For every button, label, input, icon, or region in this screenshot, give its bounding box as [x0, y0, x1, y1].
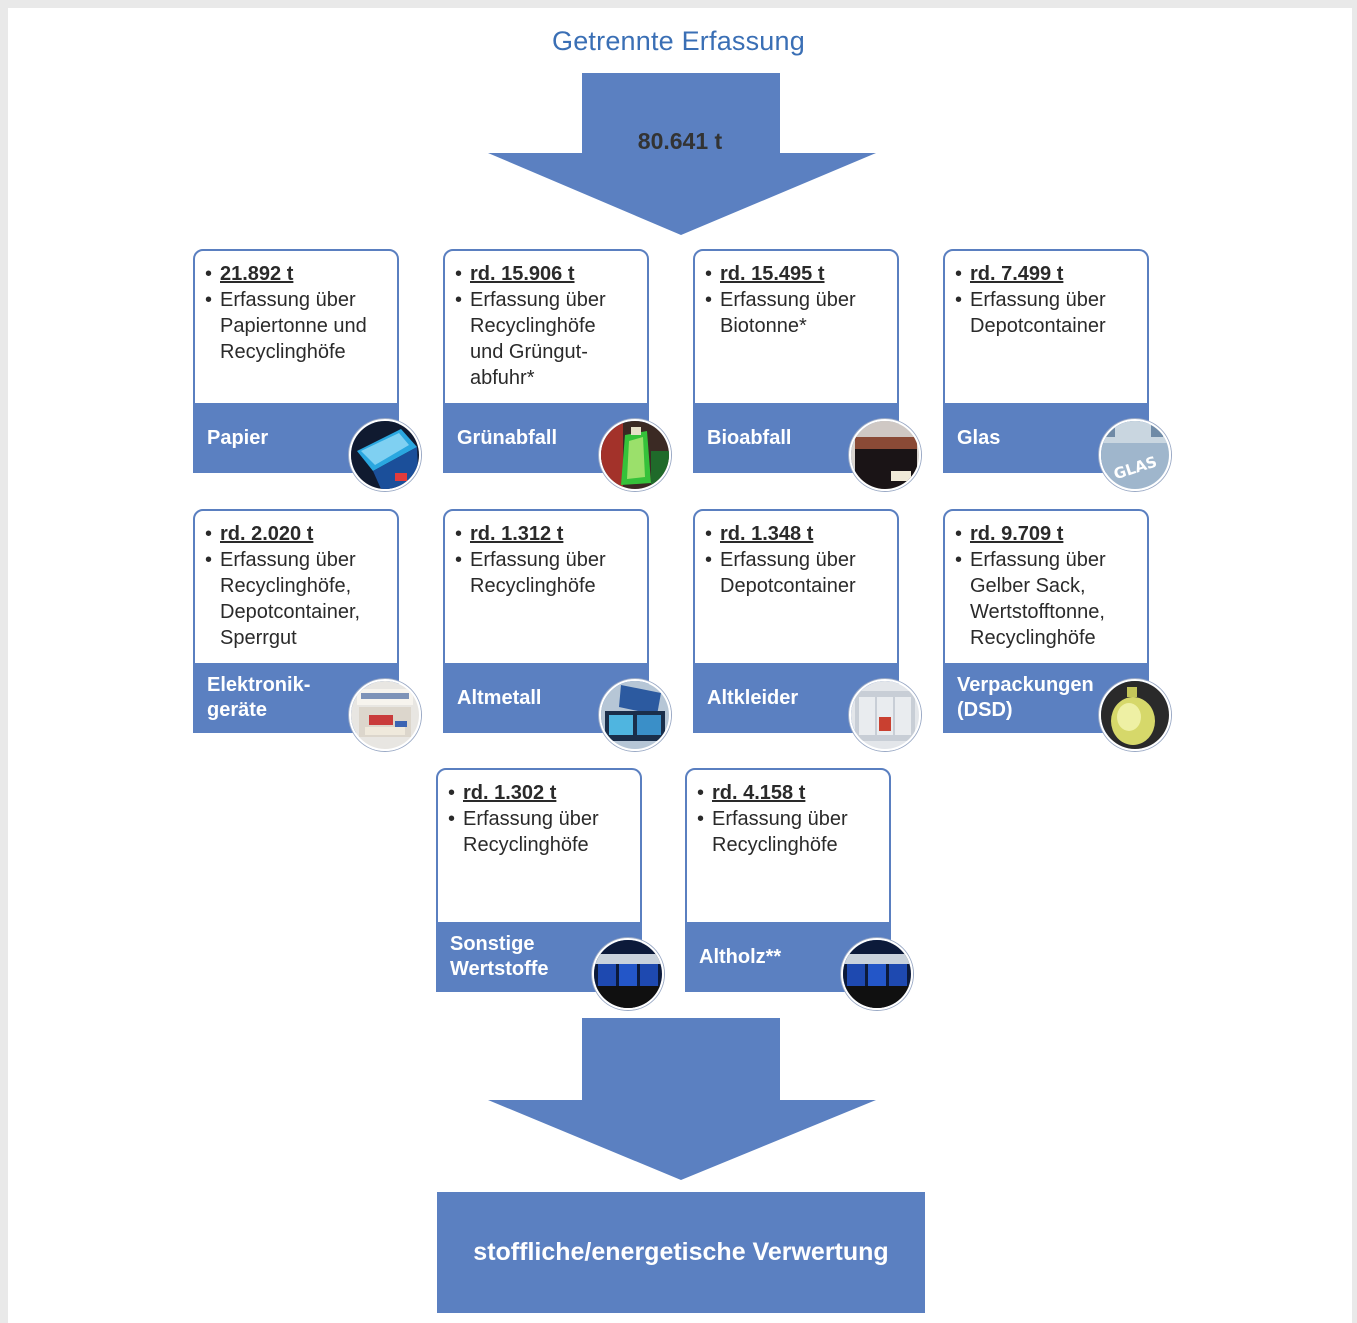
card-amount: rd. 4.158 t	[712, 782, 806, 804]
card-amount: rd. 7.499 t	[970, 263, 1064, 285]
card-label: Verpackungen (DSD)	[957, 674, 1094, 721]
electronics-bin-photo	[349, 679, 421, 751]
card-altkleider: •rd. 1.348 t •Erfassung über Depotcontai…	[693, 509, 921, 751]
bottom-arrow	[488, 1018, 876, 1180]
card-sonstige-wertstoffe: •rd. 1.302 t •Erfassung über Recyclinghö…	[436, 768, 664, 1010]
card-amount: rd. 1.312 t	[470, 523, 564, 545]
card-amount: rd. 15.495 t	[720, 263, 825, 285]
card-label: Altkleider	[707, 686, 799, 709]
card-description: Erfassung über Recyclinghöfe	[463, 808, 599, 856]
paper-bin-photo	[349, 419, 421, 491]
card-label: Elektronik- geräte	[207, 674, 311, 721]
result-label: stoffliche/energetische Verwertung	[473, 1238, 889, 1266]
card-altmetall: •rd. 1.312 t •Erfassung über Recyclinghö…	[443, 509, 671, 751]
card-label: Altholz**	[699, 945, 782, 968]
card-label: Altmetall	[457, 686, 542, 709]
card-altholz: •rd. 4.158 t •Erfassung über Recyclinghö…	[685, 768, 913, 1010]
card-amount: rd. 1.302 t	[463, 782, 557, 804]
card-description: Erfassung über Biotonne*	[720, 289, 856, 337]
green-waste-photo	[599, 419, 671, 491]
card-amount: rd. 9.709 t	[970, 523, 1064, 545]
recycling-yard-photo	[841, 938, 913, 1010]
card-gruenabfall: •rd. 15.906 t •Erfassung über Recyclingh…	[443, 249, 671, 491]
recycling-yard-photo	[592, 938, 664, 1010]
card-amount: rd. 2.020 t	[220, 523, 314, 545]
card-label: Papier	[207, 426, 269, 449]
card-description: Erfassung über Recyclinghöfe und Grüngut…	[470, 289, 606, 389]
card-description: Erfassung über Gelber Sack, Wertstoffton…	[970, 549, 1106, 649]
card-label: Grünabfall	[457, 426, 558, 449]
yellow-bag-photo	[1099, 679, 1171, 751]
card-description: Erfassung über Depotcontainer	[970, 289, 1106, 337]
card-amount: rd. 15.906 t	[470, 263, 575, 285]
card-description: Erfassung über Papiertonne und Recycling…	[220, 289, 367, 363]
card-description: Erfassung über Recyclinghöfe	[712, 808, 848, 856]
glass-container-photo: GLAS	[1099, 419, 1171, 491]
card-label: Sonstige Wertstoffe	[450, 933, 549, 980]
result-box: stoffliche/energetische Verwertung	[437, 1192, 925, 1313]
diagram-title: Getrennte Erfassung	[552, 26, 805, 56]
card-description: Erfassung über Depotcontainer	[720, 549, 856, 597]
card-papier: •21.892 t •Erfassung über Papiertonne un…	[193, 249, 421, 491]
card-glas: •rd. 7.499 t •Erfassung über Depotcontai…	[943, 249, 1171, 491]
clothes-container-photo	[849, 679, 921, 751]
card-label: Bioabfall	[707, 426, 792, 449]
metal-container-photo	[599, 679, 671, 751]
card-label: Glas	[957, 426, 1001, 449]
card-verpackungen: •rd. 9.709 t •Erfassung über Gelber Sack…	[943, 509, 1171, 751]
card-description: Erfassung über Recyclinghöfe, Depotconta…	[220, 549, 361, 649]
total-amount: 80.641 t	[637, 128, 723, 154]
card-description: Erfassung über Recyclinghöfe	[470, 549, 606, 597]
top-arrow	[488, 73, 876, 235]
card-amount: rd. 1.348 t	[720, 523, 814, 545]
card-elektronikgeraete: •rd. 2.020 t •Erfassung über Recyclinghö…	[193, 509, 421, 751]
bio-bin-photo	[849, 419, 921, 491]
card-bioabfall: •rd. 15.495 t •Erfassung über Biotonne* …	[693, 249, 921, 491]
card-amount: 21.892 t	[220, 263, 294, 285]
